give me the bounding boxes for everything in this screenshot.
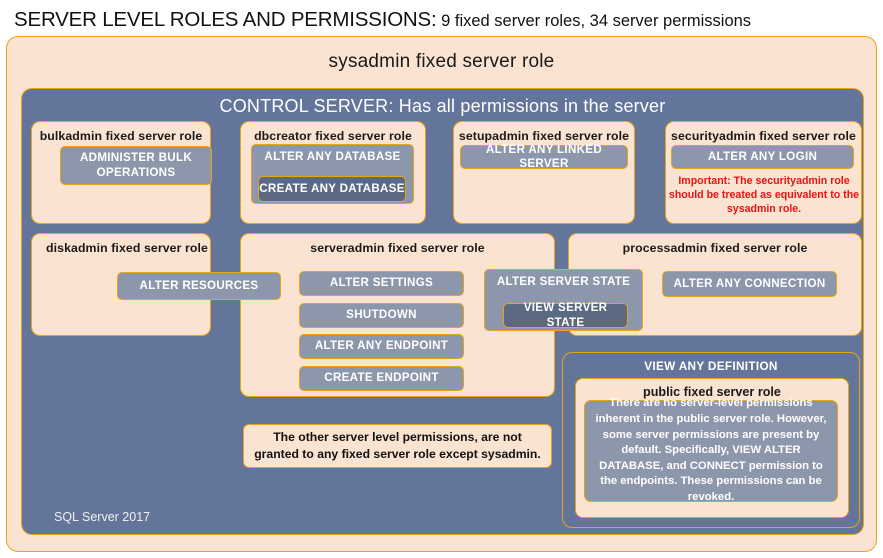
role-box-securityadmin: securityadmin fixed server role (665, 121, 862, 224)
role-title-processadmin: processadmin fixed server role (622, 241, 808, 255)
role-title-serveradmin: serveradmin fixed server role (310, 241, 485, 255)
sysadmin-role-label: sysadmin fixed server role (328, 51, 555, 72)
page-title: SERVER LEVEL ROLES AND PERMISSIONS: 9 fi… (14, 6, 874, 34)
sql-version-label: SQL Server 2017 (54, 510, 151, 524)
permission-chip-alter-resources[interactable]: ALTER RESOURCES (117, 272, 281, 300)
permission-label-view-any-definition: VIEW ANY DEFINITION (644, 359, 778, 373)
permission-chip-administer-bulk-operations[interactable]: ADMINISTER BULK OPERATIONS (60, 146, 212, 185)
control-server-label: CONTROL SERVER: Has all permissions in t… (219, 96, 666, 116)
page-title-sub: 9 fixed server roles, 34 server permissi… (436, 12, 752, 30)
role-title-diskadmin: diskadmin fixed server role (46, 241, 208, 255)
other-permissions-note: The other server level permissions, are … (243, 424, 552, 468)
role-title-dbcreator: dbcreator fixed server role (254, 129, 412, 143)
role-title-securityadmin: securityadmin fixed server role (671, 129, 856, 143)
role-title-setupadmin: setupadmin fixed server role (458, 129, 630, 143)
permission-chip-create-any-database[interactable]: CREATE ANY DATABASE (258, 176, 406, 202)
permission-chip-alter-any-linked-server[interactable]: ALTER ANY LINKED SERVER (460, 143, 628, 170)
permission-chip-alter-any-endpoint[interactable]: ALTER ANY ENDPOINT (299, 334, 464, 359)
permission-chip-create-endpoint[interactable]: CREATE ENDPOINT (299, 366, 464, 391)
permission-chip-view-server-state[interactable]: VIEW SERVER STATE (503, 301, 628, 329)
page-title-main: SERVER LEVEL ROLES AND PERMISSIONS: (14, 8, 437, 31)
role-title-public: public fixed server role (643, 385, 781, 399)
permission-chip-alter-settings[interactable]: ALTER SETTINGS (299, 271, 464, 296)
role-title-bulkadmin: bulkadmin fixed server role (39, 129, 203, 143)
role-box-setupadmin: setupadmin fixed server role (453, 121, 635, 224)
public-role-description: There are no server-level permissions in… (584, 397, 838, 503)
securityadmin-warning-note: Important: The securityadmin role should… (668, 175, 860, 215)
permission-chip-alter-any-connection[interactable]: ALTER ANY CONNECTION (662, 271, 837, 297)
permission-chip-shutdown[interactable]: SHUTDOWN (299, 303, 464, 328)
permission-chip-alter-any-login[interactable]: ALTER ANY LOGIN (671, 145, 854, 169)
